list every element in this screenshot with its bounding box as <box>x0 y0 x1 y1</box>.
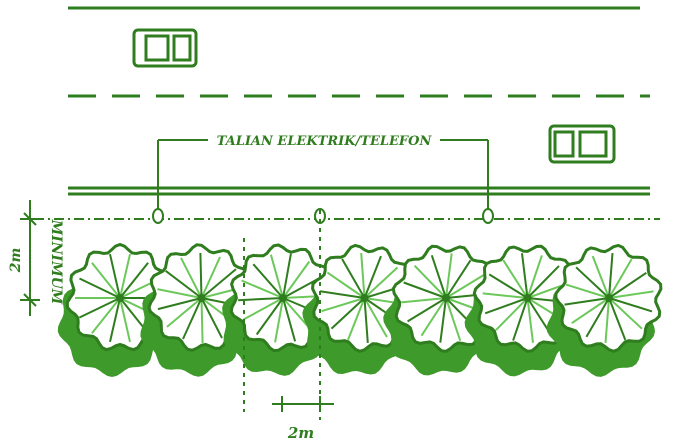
tree-branch <box>166 297 203 328</box>
tree-branch <box>439 297 447 343</box>
tree-trunk <box>442 294 450 302</box>
tree-branch <box>321 297 365 313</box>
tree-branch <box>326 271 366 299</box>
vertical-dimension <box>20 200 40 316</box>
tree-trunk <box>605 294 613 302</box>
tree-branch <box>252 263 284 299</box>
tree-branch <box>445 273 485 299</box>
tree-trunk <box>197 294 206 302</box>
tree-row <box>57 242 663 377</box>
tree-branch <box>119 262 149 299</box>
tree-branch <box>526 255 543 299</box>
tree-branch <box>420 297 447 337</box>
tree-branch <box>241 279 284 299</box>
tree-branch <box>282 253 292 299</box>
tree-canopy <box>302 243 419 375</box>
tree-branch <box>347 297 366 341</box>
tree-branch <box>591 255 610 299</box>
tree-branch <box>199 252 203 299</box>
tree-branch <box>575 266 610 299</box>
tree-branch <box>164 270 203 299</box>
tree-branch <box>180 257 203 299</box>
tree-branch <box>608 258 633 299</box>
tree-trunk <box>523 294 532 302</box>
tree-canopy <box>546 243 663 377</box>
tree-branch <box>413 265 447 299</box>
tree-branch <box>430 254 447 299</box>
tree-branch <box>200 297 204 344</box>
tree-branch <box>200 297 223 339</box>
tree-branch <box>282 297 297 342</box>
tree-branch <box>502 259 529 299</box>
pole-markers <box>152 208 494 224</box>
tree-branch <box>608 297 653 313</box>
tree-branch <box>608 290 654 299</box>
tree-branch <box>564 297 610 306</box>
tree-branch <box>445 297 462 342</box>
tree-branch <box>571 297 610 325</box>
car-icon-right <box>548 124 616 164</box>
tree-branch <box>526 297 534 343</box>
tree-branch <box>182 297 203 340</box>
tree-branch <box>79 277 121 299</box>
tree-branch <box>488 273 529 299</box>
tree-branch <box>119 297 131 343</box>
tree-branch <box>200 268 237 299</box>
tree-branch <box>274 297 284 343</box>
tree-branch <box>200 256 221 299</box>
tree-branch <box>269 254 284 299</box>
tree-branch <box>565 283 610 299</box>
tree-branch <box>157 297 202 311</box>
tree-trunk <box>279 294 287 302</box>
tree-branch <box>608 297 643 330</box>
tree-branch <box>407 297 447 323</box>
tree-branch <box>401 297 447 304</box>
tree-branch <box>445 253 453 299</box>
tree-branch <box>79 297 121 319</box>
tree-branch <box>157 288 202 299</box>
tree-branch <box>109 253 121 299</box>
tree-branch <box>363 297 369 343</box>
tree-branch <box>484 297 528 315</box>
tree-branch <box>363 266 399 299</box>
tree-branch <box>91 262 121 299</box>
car-icon-left <box>132 28 198 68</box>
tree-branch <box>341 258 366 299</box>
vertical-dimension-value: 2m <box>8 248 24 274</box>
tree-branch <box>360 253 366 299</box>
tree-branch <box>363 297 388 338</box>
tree-branch <box>495 297 529 331</box>
tree-branch <box>119 253 131 299</box>
tree-branch <box>255 297 284 336</box>
tree-branch <box>109 297 121 343</box>
tree-branch <box>445 259 472 299</box>
tree-branch <box>282 260 311 299</box>
tree-branch <box>526 265 560 299</box>
tree-branch <box>482 292 528 299</box>
tree-trunk <box>360 294 369 302</box>
tree-branch <box>608 271 647 299</box>
tree-branch <box>608 297 627 341</box>
cable-line <box>157 139 489 212</box>
horizontal-dimension <box>243 210 334 420</box>
tree-branch <box>319 290 365 299</box>
tree-branch <box>604 297 610 343</box>
tree-trunk <box>116 294 124 302</box>
tree-branch <box>91 297 121 334</box>
tree-branch <box>243 297 284 321</box>
vertical-dimension-note: MINIMUM <box>48 219 64 305</box>
tree-branch <box>608 253 614 299</box>
tree-branch <box>363 255 382 299</box>
horizontal-dimension-value: 2m <box>287 424 314 442</box>
tree-branch <box>512 297 529 341</box>
tree-branch <box>238 297 284 302</box>
tree-branch <box>403 281 447 299</box>
tree-branch <box>585 297 610 338</box>
tree-branch <box>330 297 366 330</box>
tree-branch <box>521 253 529 299</box>
cable-line-label: TALIAN ELEKTRIK/TELEFON <box>217 134 433 149</box>
